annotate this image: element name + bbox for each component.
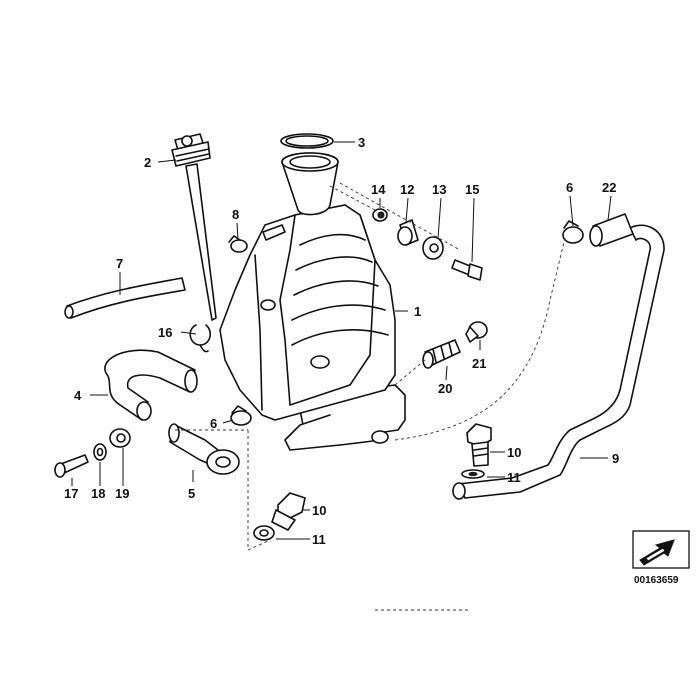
cap[interactable] xyxy=(465,321,488,343)
callout-5: 5 xyxy=(188,486,195,501)
leader-lines xyxy=(71,141,612,540)
reference-badge: 00163659 xyxy=(632,530,690,586)
callout-19: 19 xyxy=(115,486,129,501)
callout-14: 14 xyxy=(371,182,386,197)
oil-return-hose[interactable] xyxy=(452,224,665,500)
washer[interactable] xyxy=(93,443,107,461)
callout-11-left: 11 xyxy=(312,532,326,547)
callout-13: 13 xyxy=(432,182,446,197)
callout-16: 16 xyxy=(158,325,172,340)
grommet[interactable] xyxy=(109,428,131,448)
callouts: 1 2 3 4 5 6 6 7 8 9 10 10 11 11 12 13 14… xyxy=(64,135,619,547)
banjo-bolt[interactable] xyxy=(271,492,306,531)
callout-8: 8 xyxy=(232,207,239,222)
banjo-bolt[interactable] xyxy=(466,423,492,467)
callout-15: 15 xyxy=(465,182,479,197)
hose-sleeve[interactable] xyxy=(589,213,634,247)
reference-number: 00163659 xyxy=(634,575,679,586)
screw[interactable] xyxy=(54,454,89,478)
callout-21: 21 xyxy=(472,356,486,371)
hose-clamp[interactable] xyxy=(562,220,584,244)
sealing-ring[interactable] xyxy=(253,525,275,541)
callout-17: 17 xyxy=(64,486,78,501)
hose-clamp[interactable] xyxy=(228,235,248,253)
callout-1: 1 xyxy=(414,304,421,319)
rubber-mount[interactable] xyxy=(422,236,444,260)
bushing[interactable] xyxy=(397,219,419,246)
callout-11-right: 11 xyxy=(507,470,521,485)
callout-6-top: 6 xyxy=(566,180,573,195)
oil-tank[interactable] xyxy=(219,152,406,451)
nut[interactable] xyxy=(372,208,388,222)
callout-6-bottom: 6 xyxy=(210,416,217,431)
hose-nipple[interactable] xyxy=(422,339,461,369)
hose-clamp[interactable] xyxy=(230,405,252,426)
callout-9: 9 xyxy=(612,451,619,466)
curved-hose[interactable] xyxy=(104,349,198,421)
spring-clip[interactable] xyxy=(189,324,212,353)
dipstick[interactable] xyxy=(171,133,217,321)
o-ring[interactable] xyxy=(280,133,334,149)
hose[interactable] xyxy=(64,277,186,319)
callout-7: 7 xyxy=(116,256,123,271)
callout-20: 20 xyxy=(438,381,452,396)
banjo-fitting[interactable] xyxy=(168,423,240,475)
callout-2: 2 xyxy=(144,155,151,170)
callout-10-right: 10 xyxy=(507,445,521,460)
callout-10-left: 10 xyxy=(312,503,326,518)
callout-4: 4 xyxy=(74,388,82,403)
callout-18: 18 xyxy=(91,486,105,501)
bolt[interactable] xyxy=(451,259,483,281)
callout-22: 22 xyxy=(602,180,616,195)
sealing-ring[interactable] xyxy=(461,469,485,479)
assembly-lines xyxy=(175,182,566,611)
callout-3: 3 xyxy=(358,135,365,150)
callout-12: 12 xyxy=(400,182,414,197)
